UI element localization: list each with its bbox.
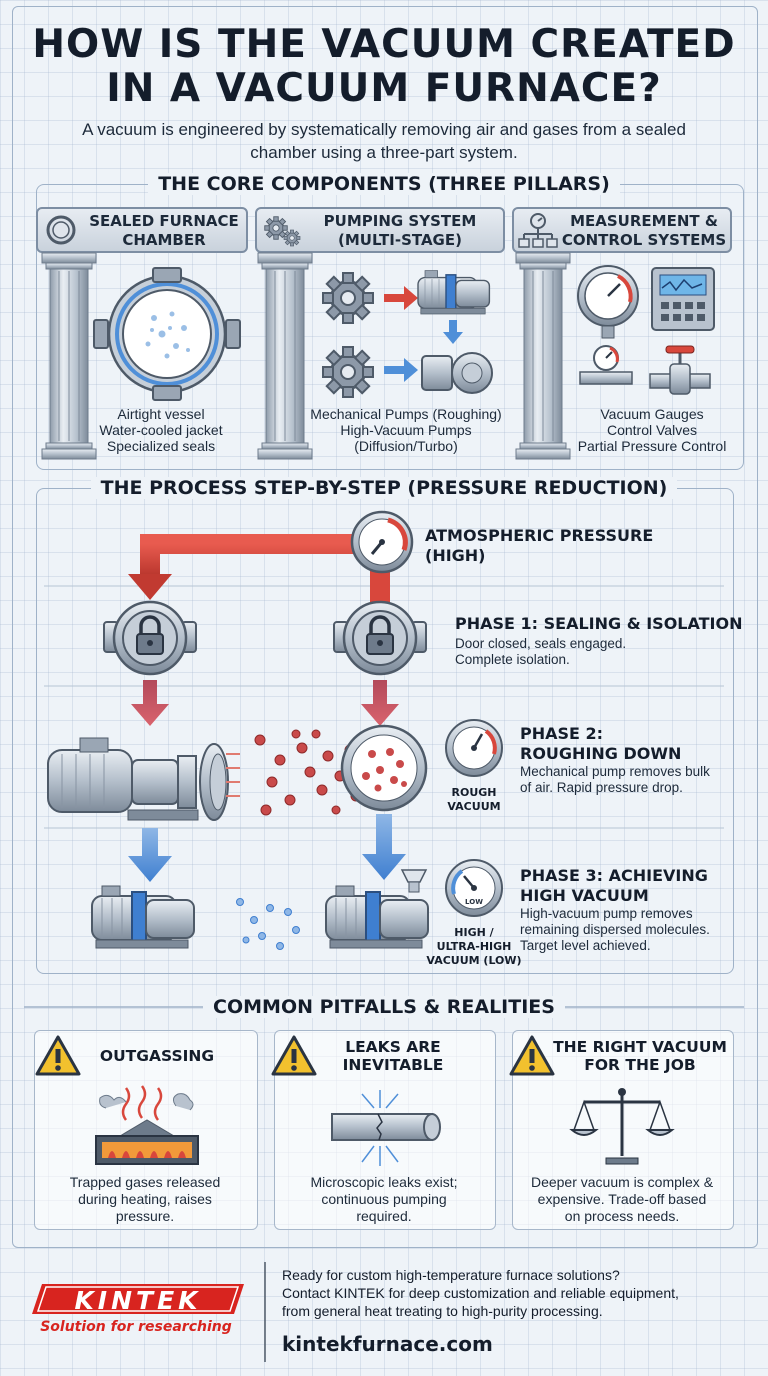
chamber-ring-icon (46, 215, 76, 245)
phase-3-title-2: HIGH VACUUM (520, 886, 649, 905)
pitfall-2-desc-1: Microscopic leaks exist; (310, 1174, 458, 1190)
footer-line-1: Ready for custom high-temperature furnac… (282, 1267, 620, 1283)
rough-gauge-label-1: ROUGH (451, 786, 497, 799)
pitfall-3-desc-2: expensive. Trade-off based (537, 1191, 707, 1207)
pitfall-1-desc-3: pressure. (115, 1208, 175, 1224)
pillar-3-title-line-1: MEASUREMENT & (570, 212, 718, 230)
atmospheric-label-line-1: ATMOSPHERIC PRESSURE (425, 526, 654, 545)
high-gauge-label-2: ULTRA-HIGH (436, 940, 512, 953)
footer-divider (264, 1262, 266, 1362)
outgassing-illustration (95, 1085, 199, 1165)
process-heading: THE PROCESS STEP-BY-STEP (PRESSURE REDUC… (0, 477, 768, 499)
pitfall-2-title-1: LEAKS ARE (345, 1038, 441, 1056)
page-subtitle: A vacuum is engineered by systematically… (82, 120, 686, 162)
pitfall-3-title-2: FOR THE JOB (584, 1056, 696, 1074)
pitfall-2-desc-2: continuous pumping (321, 1191, 447, 1207)
pillar-1-title-line-2: CHAMBER (122, 231, 206, 249)
phase-2-title-2: ROUGHING DOWN (520, 744, 682, 763)
page-title-line-2: IN A VACUUM FURNACE? (106, 66, 662, 111)
footer-website-link[interactable]: kintekfurnace.com (282, 1332, 493, 1356)
phase-2-title-1: PHASE 2: (520, 724, 604, 743)
rough-gauge-label-2: VACUUM (447, 800, 501, 813)
high-vacuum-gauge-icon: LOW (445, 859, 503, 917)
warning-icon (35, 1035, 81, 1076)
sealed-chamber-illustration (93, 267, 241, 401)
kintek-tagline: Solution for researching (40, 1319, 232, 1335)
kintek-logo-text: KINTEK (74, 1286, 201, 1315)
pillar-3-line-2: Control Valves (606, 422, 697, 438)
pillar-2-title-line-2: (MULTI-STAGE) (338, 231, 462, 249)
pillar-3-title-line-2: CONTROL SYSTEMS (561, 231, 727, 249)
pillar-2-title-line-1: PUMPING SYSTEM (323, 212, 477, 230)
rough-vacuum-gauge-icon (445, 719, 503, 777)
process-flow-illustration (47, 510, 429, 950)
pillar-1-line-2: Water-cooled jacket (99, 422, 223, 438)
pillar-3-column (515, 252, 571, 460)
control-hierarchy-icon (518, 213, 558, 248)
gears-icon (264, 216, 301, 247)
kintek-logo: KINTEK Solution for researching (32, 1284, 244, 1335)
pitfall-1-desc-2: during heating, raises (78, 1191, 212, 1207)
footer-line-3: from general heat treating to high-purit… (282, 1303, 603, 1319)
gauge-low-text: LOW (465, 898, 483, 906)
pillar-1-header (36, 207, 248, 253)
pillar-2-header (255, 207, 505, 253)
pitfall-1-title-1: OUTGASSING (99, 1047, 215, 1065)
pillar-1-title-line-1: SEALED FURNACE (89, 212, 239, 230)
phase-3-title-1: PHASE 3: ACHIEVING (520, 866, 708, 885)
phase-2-desc-1: Mechanical pump removes bulk (520, 764, 710, 779)
pitfall-3-desc-1: Deeper vacuum is complex & (530, 1174, 714, 1190)
pillar-2-line-3: (Diffusion/Turbo) (354, 438, 458, 454)
high-gauge-label-1: HIGH / (454, 926, 494, 939)
measurement-illustration (577, 265, 715, 395)
page-frame (12, 6, 758, 1248)
phase-1-desc-1: Door closed, seals engaged. (455, 636, 627, 651)
balance-scale-icon (569, 1088, 675, 1165)
phase-3-desc-3: Target level achieved. (520, 938, 651, 953)
pillar-3-line-1: Vacuum Gauges (600, 406, 704, 422)
pitfall-2-desc-3: required. (356, 1208, 412, 1224)
phase-1-desc-2: Complete isolation. (455, 652, 570, 667)
pillar-1-line-3: Specialized seals (106, 438, 216, 454)
page-title-line-1: HOW IS THE VACUUM CREATED (32, 22, 736, 67)
footer-text: Ready for custom high-temperature furnac… (282, 1266, 758, 1320)
pumping-system-illustration (322, 269, 493, 398)
pillar-2-line-1: Mechanical Pumps (Roughing) (310, 406, 502, 422)
footer-line-2: Contact KINTEK for deep customization an… (282, 1285, 679, 1301)
leaking-pipe-illustration (331, 1090, 441, 1166)
phase-3-desc-2: remaining dispersed molecules. (520, 922, 710, 937)
pitfalls-heading: COMMON PITFALLS & REALITIES (0, 996, 768, 1018)
pitfall-1-desc-1: Trapped gases released (69, 1174, 221, 1190)
pitfall-2-title-2: INEVITABLE (342, 1056, 444, 1074)
core-components-heading: THE CORE COMPONENTS (THREE PILLARS) (0, 173, 768, 195)
warning-icon (271, 1035, 317, 1076)
pitfall-3-desc-3: on process needs. (564, 1208, 680, 1224)
atmospheric-label-line-2: (HIGH) (425, 546, 486, 565)
pillar-3-line-3: Partial Pressure Control (577, 438, 727, 454)
high-gauge-label-3: VACUUM (LOW) (426, 954, 522, 967)
phase-3-desc-1: High-vacuum pump removes (520, 906, 693, 921)
pillar-1-line-1: Airtight vessel (117, 406, 205, 422)
phase-1-title: PHASE 1: SEALING & ISOLATION (455, 614, 743, 633)
warning-icon (509, 1035, 555, 1076)
pillar-2-line-2: High-Vacuum Pumps (340, 422, 472, 438)
pitfall-3-title-1: THE RIGHT VACUUM (553, 1038, 727, 1056)
phase-2-desc-2: of air. Rapid pressure drop. (520, 780, 683, 795)
